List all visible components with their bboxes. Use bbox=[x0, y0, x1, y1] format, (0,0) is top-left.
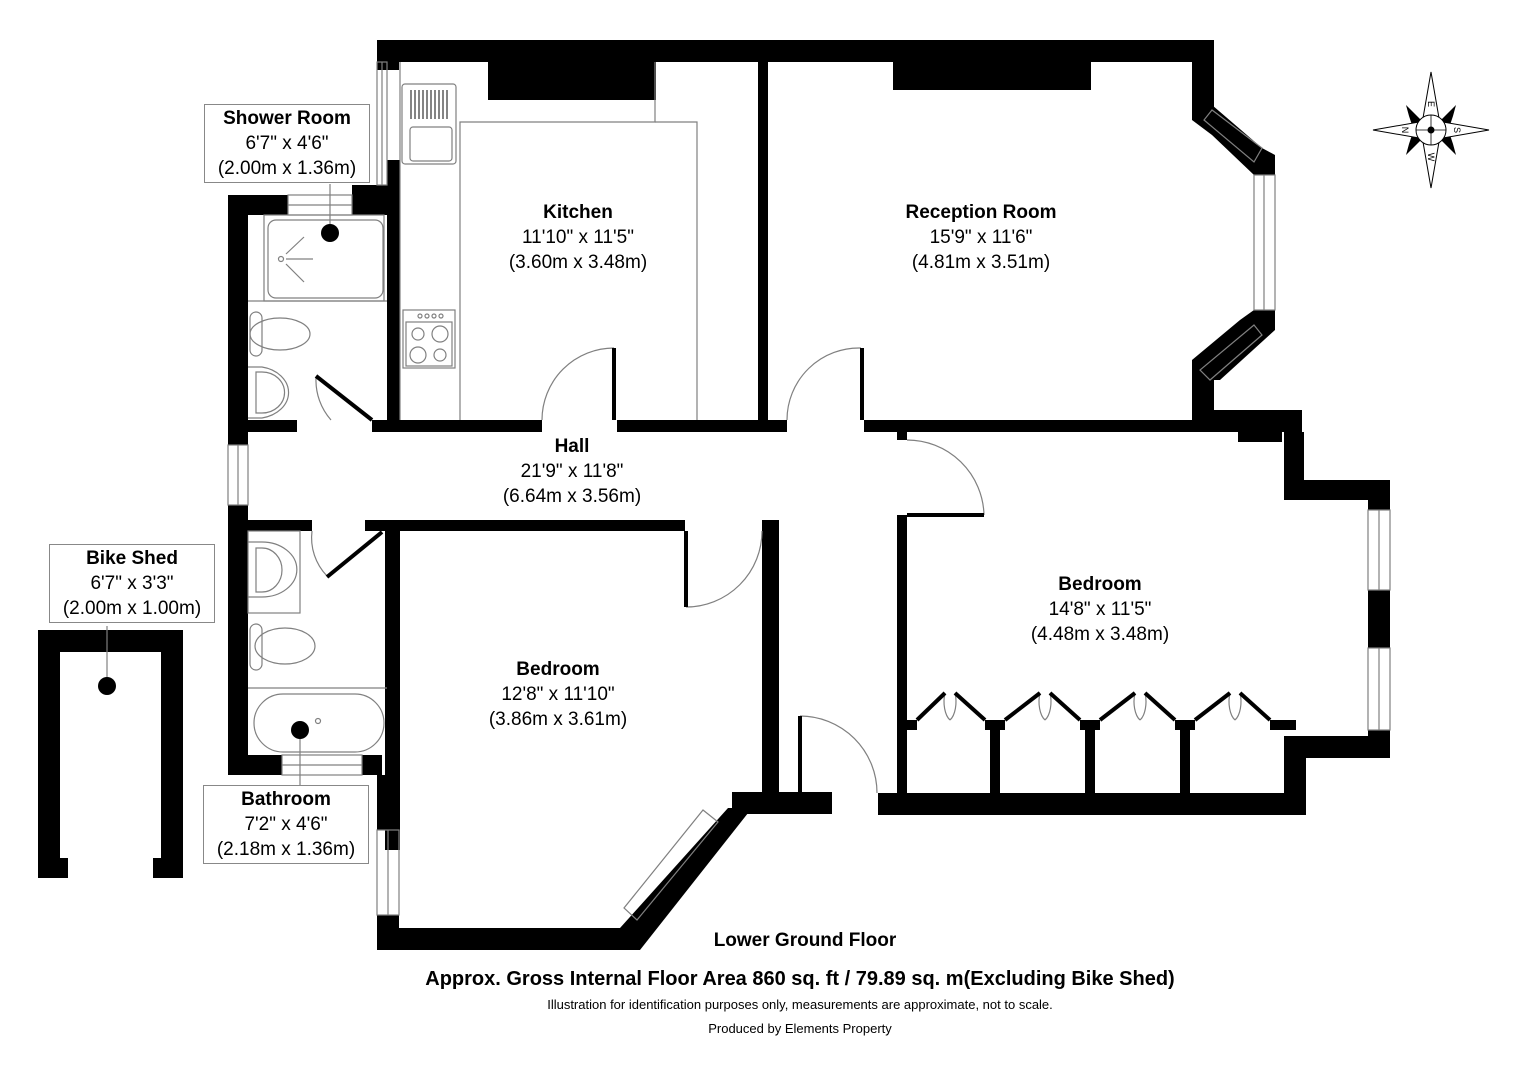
floor-area: Approx. Gross Internal Floor Area 860 sq… bbox=[425, 968, 1175, 990]
svg-text:W: W bbox=[1426, 153, 1436, 162]
room-label-shower-room: Shower Room 6'7" x 4'6" (2.00m x 1.36m) bbox=[204, 104, 370, 183]
room-name: Reception Room bbox=[905, 202, 1057, 223]
compass-icon: E W N S bbox=[1372, 71, 1490, 189]
disclaimer: Illustration for identification purposes… bbox=[547, 997, 1053, 1012]
room-dimensions-imperial: 6'7" x 4'6" bbox=[245, 133, 329, 154]
room-dimensions-metric: (2.18m x 1.36m) bbox=[216, 839, 356, 860]
door-leaves bbox=[314, 348, 1272, 793]
room-dimensions-metric: (3.86m x 3.61m) bbox=[488, 709, 628, 730]
room-dimensions-imperial: 6'7" x 3'3" bbox=[90, 573, 174, 594]
floor-name: Lower Ground Floor bbox=[713, 930, 897, 951]
room-dimensions-imperial: 11'10" x 11'5" bbox=[522, 227, 634, 248]
room-dimensions-imperial: 14'8" x 11'5" bbox=[1048, 599, 1152, 620]
room-name: Bedroom bbox=[1058, 574, 1142, 595]
room-dimensions-metric: (2.00m x 1.36m) bbox=[217, 158, 357, 179]
room-markers bbox=[98, 224, 339, 739]
room-dimensions-imperial: 7'2" x 4'6" bbox=[244, 814, 328, 835]
svg-text:E: E bbox=[1426, 101, 1436, 107]
room-name: Bike Shed bbox=[86, 548, 178, 569]
room-label-hall: Hall 21'9" x 11'8" (6.64m x 3.56m) bbox=[472, 434, 672, 509]
room-dimensions-metric: (2.00m x 1.00m) bbox=[62, 598, 202, 619]
room-dimensions-metric: (3.60m x 3.48m) bbox=[508, 252, 648, 273]
room-name: Hall bbox=[554, 436, 590, 457]
room-label-bedroom-1: Bedroom 12'8" x 11'10" (3.86m x 3.61m) bbox=[458, 657, 658, 732]
room-dimensions-imperial: 21'9" x 11'8" bbox=[520, 461, 624, 482]
room-name: Kitchen bbox=[543, 202, 613, 223]
room-label-bathroom: Bathroom 7'2" x 4'6" (2.18m x 1.36m) bbox=[203, 785, 369, 864]
room-dimensions-imperial: 12'8" x 11'10" bbox=[501, 684, 615, 705]
walls bbox=[38, 40, 1390, 950]
room-dimensions-metric: (4.48m x 3.48m) bbox=[1030, 624, 1170, 645]
producer-credit: Produced by Elements Property bbox=[708, 1021, 892, 1036]
room-label-reception-room: Reception Room 15'9" x 11'6" (4.81m x 3.… bbox=[866, 200, 1096, 275]
svg-text:N: N bbox=[1400, 127, 1410, 134]
svg-text:S: S bbox=[1452, 127, 1462, 133]
room-label-kitchen: Kitchen 11'10" x 11'5" (3.60m x 3.48m) bbox=[478, 200, 678, 275]
room-dimensions-metric: (6.64m x 3.56m) bbox=[502, 486, 642, 507]
room-name: Shower Room bbox=[223, 108, 351, 129]
fixtures bbox=[106, 61, 1391, 921]
room-dimensions-imperial: 15'9" x 11'6" bbox=[929, 227, 1033, 248]
room-label-bike-shed: Bike Shed 6'7" x 3'3" (2.00m x 1.00m) bbox=[49, 544, 215, 623]
room-name: Bathroom bbox=[241, 789, 331, 810]
room-name: Bedroom bbox=[516, 659, 600, 680]
room-dimensions-metric: (4.81m x 3.51m) bbox=[911, 252, 1051, 273]
room-label-bedroom-2: Bedroom 14'8" x 11'5" (4.48m x 3.48m) bbox=[1000, 572, 1200, 647]
